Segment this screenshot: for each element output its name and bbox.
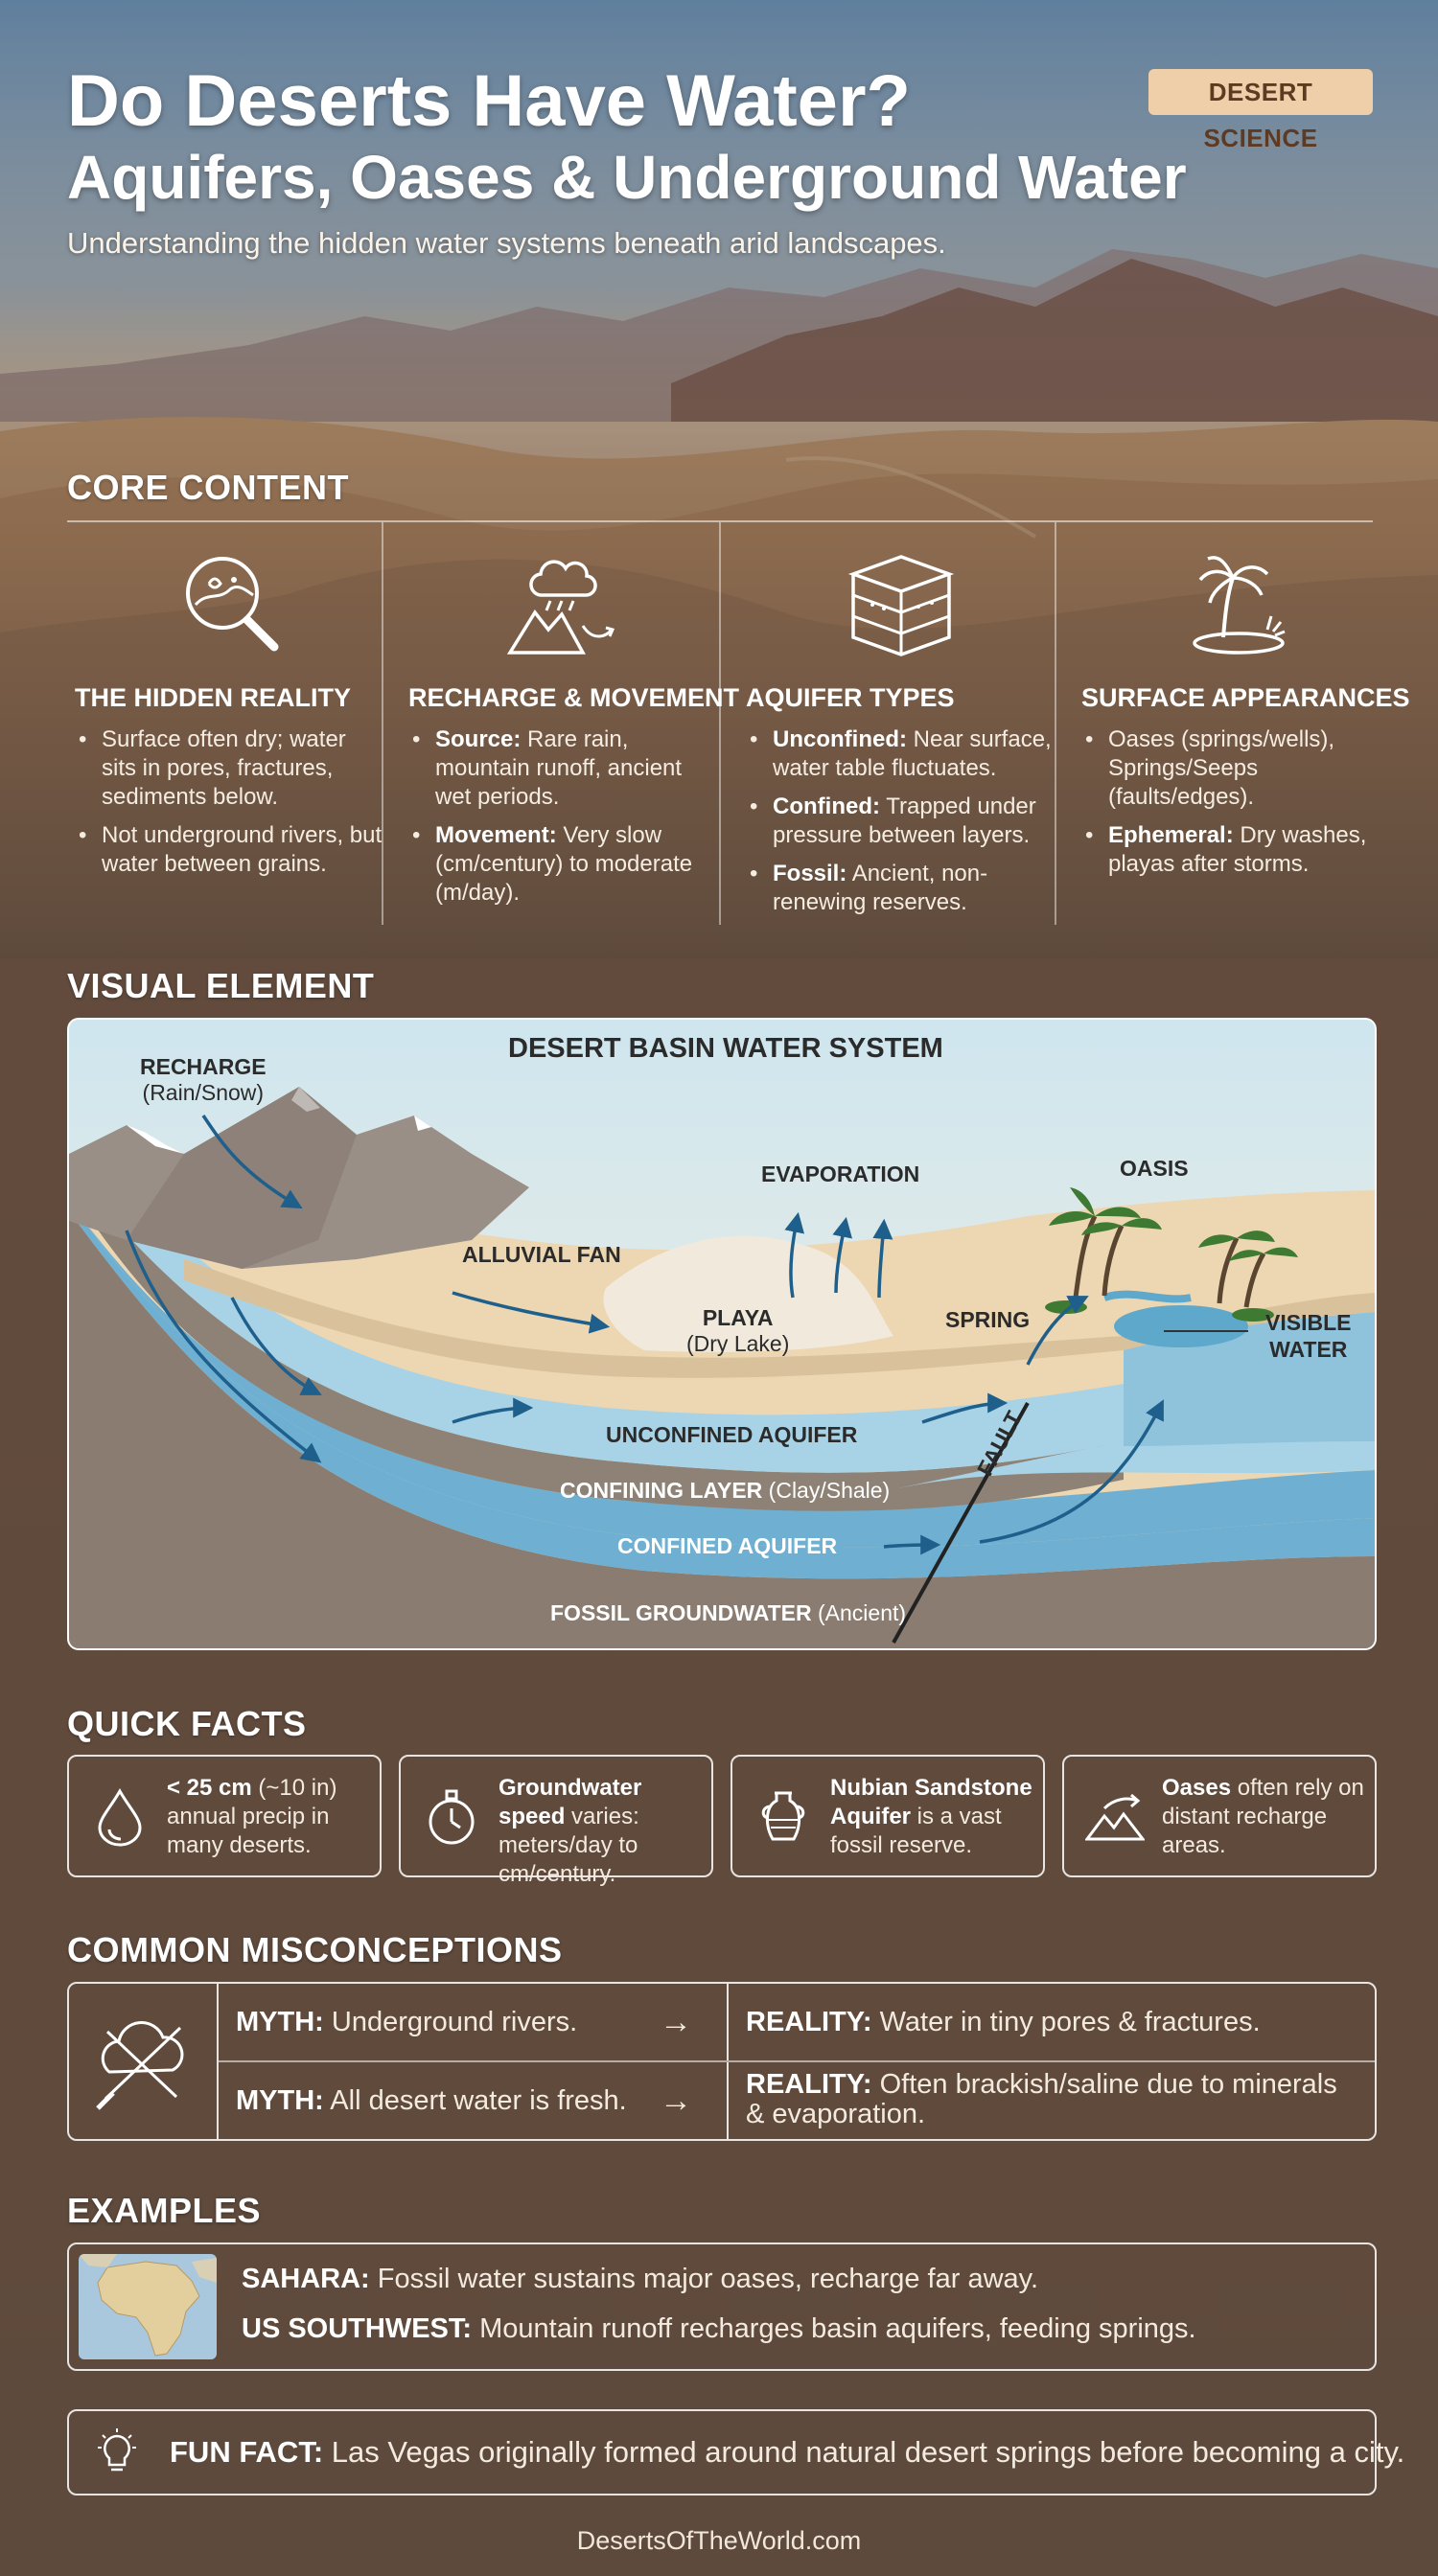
list-item: Not underground rivers, but water betwee… — [75, 821, 386, 879]
myth-text: MYTH: All desert water is fresh. — [236, 2085, 627, 2116]
fact-text: Oases often rely on distant recharge are… — [1162, 1775, 1364, 1858]
fact-card: < 25 cm (~10 in) annual precip in many d… — [67, 1755, 382, 1877]
arrow-right-icon: → — [660, 2082, 692, 2119]
myth-text: MYTH: Underground rivers. — [236, 2007, 578, 2037]
section-divider — [67, 520, 1373, 522]
diagram-label-fossil: FOSSIL GROUNDWATER (Ancient) — [550, 1600, 907, 1625]
lightbulb-icon — [98, 2428, 136, 2472]
basin-diagram-art — [69, 1020, 1375, 1648]
section-heading-misconceptions: COMMON MISCONCEPTIONS — [67, 1930, 563, 1969]
section-heading-core: CORE CONTENT — [67, 468, 349, 507]
rain-mountain-icon — [506, 560, 615, 655]
column-divider — [382, 522, 383, 925]
core-card-aquifer-types: AQUIFER TYPES Unconfined: Near surface, … — [738, 522, 1064, 925]
footer-site-name: DesertsOfTheWorld.com — [576, 2526, 862, 2555]
section-heading-examples: EXAMPLES — [67, 2191, 262, 2230]
fact-text: < 25 cm (~10 in) annual precip in many d… — [167, 1775, 337, 1858]
myth-icon-cell — [69, 1984, 219, 2139]
cell-divider — [727, 2062, 729, 2139]
mountain-arrow-icon — [1085, 1793, 1145, 1841]
reality-text: REALITY: Water in tiny pores & fractures… — [746, 2007, 1261, 2037]
column-divider — [1055, 522, 1056, 925]
list-item: Fossil: Ancient, non-renewing reserves. — [746, 860, 1057, 917]
section-heading-facts: QUICK FACTS — [67, 1704, 307, 1743]
core-card-list: Source: Rare rain, mountain runoff, anci… — [408, 725, 720, 917]
core-card-list: Unconfined: Near surface, water table fl… — [746, 725, 1057, 927]
page-tagline: Understanding the hidden water systems b… — [67, 226, 946, 260]
list-item: Oases (springs/wells), Springs/Seeps (fa… — [1081, 725, 1393, 812]
diagram-label-visible-water: VISIBLE WATER — [1265, 1310, 1352, 1362]
diagram-label-evaporation: EVAPORATION — [761, 1162, 920, 1186]
core-card-title: AQUIFER TYPES — [746, 683, 955, 712]
palm-oasis-icon — [1193, 556, 1286, 655]
myth-row: MYTH: All desert water is fresh. → REALI… — [219, 2062, 1375, 2139]
list-item: Surface often dry; water sits in pores, … — [75, 725, 386, 812]
page-title: Do Deserts Have Water? — [67, 60, 911, 142]
diagram-label-playa: PLAYA (Dry Lake) — [686, 1305, 790, 1356]
list-item: Movement: Very slow (cm/century) to mode… — [408, 821, 720, 908]
row-divider — [219, 2060, 1375, 2062]
examples-box: SAHARA: Fossil water sustains major oase… — [67, 2242, 1377, 2371]
fact-card: Groundwater speed varies: meters/day to … — [399, 1755, 713, 1887]
arrow-right-icon: → — [660, 2004, 692, 2040]
diagram-label-alluvial-fan: ALLUVIAL FAN — [462, 1242, 621, 1267]
page-subtitle-heading: Aquifers, Oases & Underground Water — [67, 143, 1187, 212]
column-divider — [719, 522, 721, 925]
example-sahara: SAHARA: Fossil water sustains major oase… — [242, 2264, 1039, 2294]
fact-card: Nubian Sandstone Aquifer is a vast fossi… — [731, 1755, 1045, 1877]
core-card-recharge: RECHARGE & MOVEMENT Source: Rare rain, m… — [401, 522, 739, 925]
diagram-label-unconfined: UNCONFINED AQUIFER — [606, 1422, 858, 1447]
fact-text: Groundwater speed varies: meters/day to … — [499, 1775, 642, 1887]
core-card-hidden-reality: THE HIDDEN REALITY Surface often dry; wa… — [67, 522, 393, 925]
example-us-southwest: US SOUTHWEST: Mountain runoff recharges … — [242, 2313, 1196, 2344]
fun-fact-box: FUN FACT: Las Vegas originally formed ar… — [67, 2409, 1404, 2496]
reality-text: REALITY: Often brackish/saline due to mi… — [746, 2069, 1337, 2129]
list-item: Source: Rare rain, mountain runoff, anci… — [408, 725, 720, 812]
ancient-jar-icon — [761, 1791, 805, 1841]
soil-layers-icon — [847, 555, 955, 656]
list-item: Confined: Trapped under pressure between… — [746, 793, 1057, 850]
stopwatch-icon — [429, 1789, 475, 1845]
core-card-list: Surface often dry; water sits in pores, … — [75, 725, 386, 888]
list-item: Ephemeral: Dry washes, playas after stor… — [1081, 821, 1393, 879]
fact-card: Oases often rely on distant recharge are… — [1062, 1755, 1377, 1877]
cell-divider — [727, 1984, 729, 2060]
list-item: Unconfined: Near surface, water table fl… — [746, 725, 1057, 783]
magnifier-icon — [186, 557, 279, 652]
diagram-label-spring: SPRING — [945, 1307, 1031, 1332]
diagram-label-oasis: OASIS — [1120, 1156, 1189, 1181]
diagram-label-recharge: RECHARGE (Rain/Snow) — [140, 1054, 267, 1105]
crossed-cloud-icon — [96, 2021, 184, 2110]
category-badge: DESERT SCIENCE — [1148, 69, 1373, 152]
water-drop-icon — [98, 1787, 142, 1847]
fact-text: Nubian Sandstone Aquifer is a vast fossi… — [830, 1775, 1032, 1858]
diagram-title: DESERT BASIN WATER SYSTEM — [508, 1033, 943, 1064]
basin-diagram: DESERT BASIN WATER SYSTEM RECHARGE (Rain… — [67, 1018, 1377, 1650]
core-card-surface: SURFACE APPEARANCES Oases (springs/wells… — [1074, 522, 1410, 925]
core-card-title: SURFACE APPEARANCES — [1081, 683, 1410, 712]
core-card-list: Oases (springs/wells), Springs/Seeps (fa… — [1081, 725, 1393, 888]
africa-map-thumbnail — [79, 2254, 217, 2359]
core-card-title: THE HIDDEN REALITY — [75, 683, 352, 712]
diagram-label-confined: CONFINED AQUIFER — [617, 1533, 838, 1558]
fun-fact-text: FUN FACT: Las Vegas originally formed ar… — [170, 2435, 1405, 2469]
diagram-label-confining: CONFINING LAYER (Clay/Shale) — [560, 1478, 891, 1503]
myth-row: MYTH: Underground rivers. → REALITY: Wat… — [219, 1984, 1375, 2060]
misconceptions-table: MYTH: Underground rivers. → REALITY: Wat… — [67, 1982, 1377, 2141]
section-heading-visual: VISUAL ELEMENT — [67, 966, 375, 1005]
core-card-title: RECHARGE & MOVEMENT — [408, 683, 740, 712]
